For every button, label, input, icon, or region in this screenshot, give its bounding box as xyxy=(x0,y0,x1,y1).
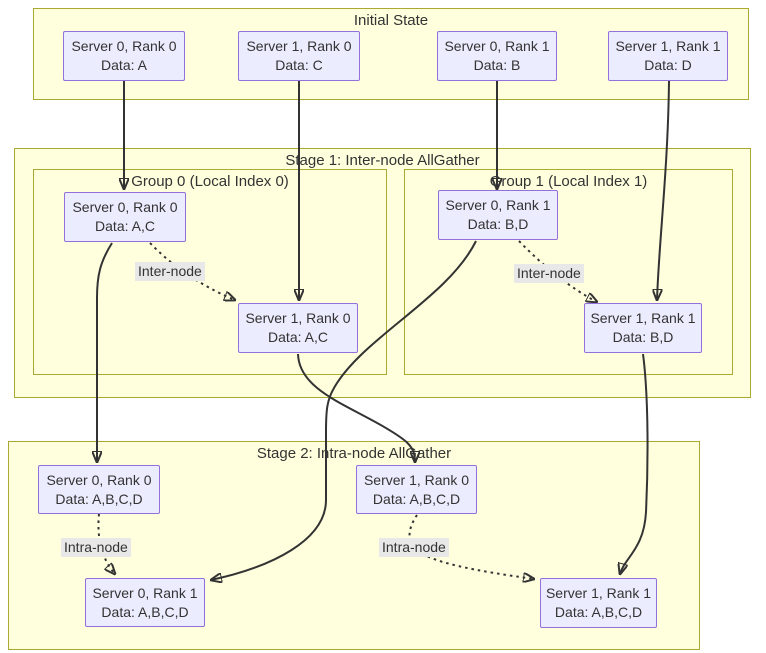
edge-label-internode-group1: Inter-node xyxy=(514,264,584,283)
node-data: Data: B,D xyxy=(467,216,529,232)
node-title: Server 1, Rank 1 xyxy=(545,585,652,601)
node-data: Data: B xyxy=(473,57,521,73)
node-title: Server 1, Rank 0 xyxy=(363,471,470,488)
node-data: Data: A,B,C,D xyxy=(55,490,143,507)
node-data: Data: A xyxy=(101,57,147,73)
node-stage2-server0-rank0: Server 0, Rank 0 Data: A,B,C,D xyxy=(38,465,160,514)
node-init-server0-rank0: Server 0, Rank 0 Data: A xyxy=(63,31,185,81)
node-stage2-server0-rank1: Server 0, Rank 1 Data: A,B,C,D xyxy=(85,578,205,627)
node-stage2-server1-rank0: Server 1, Rank 0 Data: A,B,C,D xyxy=(356,465,477,514)
node-title: Server 0, Rank 0 xyxy=(71,38,177,54)
node-title: Server 1, Rank 1 xyxy=(590,310,696,326)
node-stage1-server1-rank0: Server 1, Rank 0 Data: A,C xyxy=(238,303,358,353)
node-data: Data: D xyxy=(644,57,692,73)
cluster-stage2-title: Stage 2: Intra-node AllGather xyxy=(256,445,452,462)
node-init-server1-rank1: Server 1, Rank 1 Data: D xyxy=(608,31,728,81)
edge-label-intranode-right: Intra-node xyxy=(379,538,449,557)
cluster-initial-title: Initial State xyxy=(353,12,429,29)
node-title: Server 0, Rank 0 xyxy=(72,199,178,215)
node-stage1-server0-rank1: Server 0, Rank 1 Data: B,D xyxy=(438,190,558,240)
node-title: Server 1, Rank 0 xyxy=(245,310,351,326)
node-data: Data: A,B,C,D xyxy=(372,490,461,507)
node-title: Server 0, Rank 1 xyxy=(445,197,551,213)
node-data: Data: C xyxy=(275,57,323,73)
node-title: Server 0, Rank 0 xyxy=(46,471,152,488)
node-stage1-server0-rank0: Server 0, Rank 0 Data: A,C xyxy=(64,192,186,242)
node-title: Server 0, Rank 1 xyxy=(92,584,198,601)
edge-label-internode-group0: Inter-node xyxy=(135,262,205,281)
node-data: Data: A,C xyxy=(268,329,328,345)
node-init-server0-rank1: Server 0, Rank 1 Data: B xyxy=(437,31,557,81)
cluster-group1-title: Group 1 (Local Index 1) xyxy=(489,173,648,190)
node-stage1-server1-rank1: Server 1, Rank 1 Data: B,D xyxy=(584,303,702,353)
node-title: Server 1, Rank 0 xyxy=(246,38,352,54)
node-stage2-server1-rank1: Server 1, Rank 1 Data: A,B,C,D xyxy=(540,578,657,628)
cluster-stage1-title: Stage 1: Inter-node AllGather xyxy=(285,152,480,169)
node-title: Server 0, Rank 1 xyxy=(444,38,550,54)
node-data: Data: A,B,C,D xyxy=(101,603,189,620)
node-init-server1-rank0: Server 1, Rank 0 Data: C xyxy=(238,31,360,81)
node-data: Data: A,C xyxy=(95,218,155,234)
node-data: Data: B,D xyxy=(612,329,674,345)
edge-label-intranode-left: Intra-node xyxy=(61,538,131,557)
cluster-group0-title: Group 0 (Local Index 0) xyxy=(131,173,289,190)
node-data: Data: A,B,C,D xyxy=(554,604,643,620)
node-title: Server 1, Rank 1 xyxy=(615,38,721,54)
